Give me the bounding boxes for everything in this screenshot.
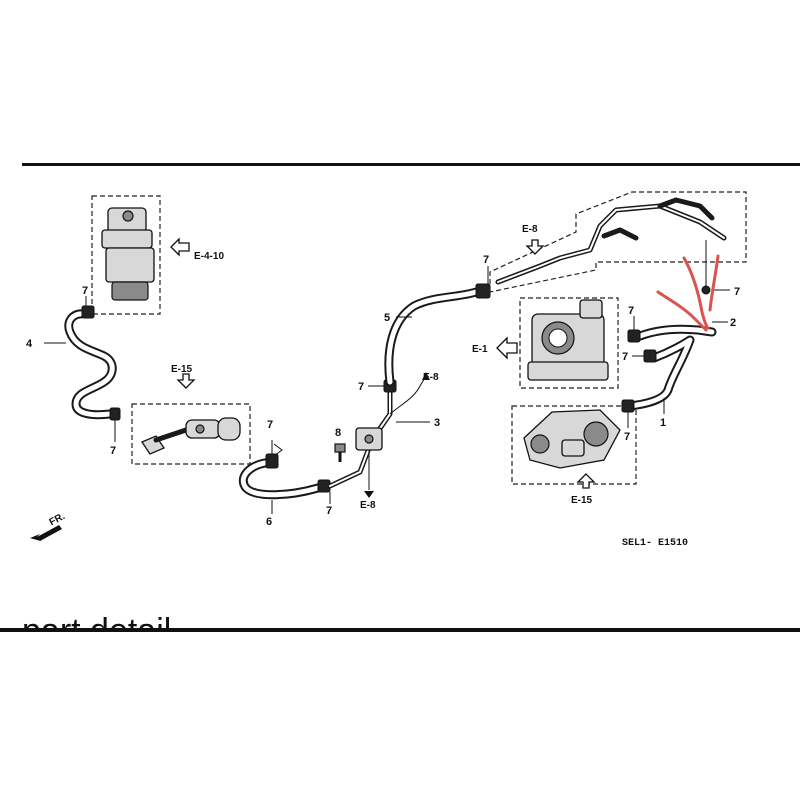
upper-pipe-branch-2 bbox=[657, 197, 715, 221]
part-number-7-hose6-top: 7 bbox=[267, 419, 273, 431]
red-annotation-mark bbox=[656, 254, 720, 332]
throttle-sensor bbox=[579, 299, 603, 319]
thermostat-group-box bbox=[511, 405, 637, 485]
hose-5-inner bbox=[386, 289, 479, 385]
top-frame-rule bbox=[22, 163, 800, 166]
arrow-e8-mid-icon bbox=[422, 372, 430, 380]
arrow-e4-10-icon bbox=[170, 237, 190, 257]
hose-5 bbox=[384, 287, 481, 387]
clamp-hose-2 bbox=[627, 329, 641, 343]
ref-e1: E-1 bbox=[472, 344, 488, 355]
part-number-7-egr: 7 bbox=[82, 285, 88, 297]
arrow-e15-left-icon bbox=[176, 373, 196, 389]
thermostat-sensor bbox=[561, 439, 585, 457]
pipe-bracket-bolt bbox=[364, 434, 374, 444]
part-number-3: 3 bbox=[434, 417, 440, 429]
arrow-e8-top-icon bbox=[525, 239, 545, 255]
clamp-hose-5 bbox=[475, 283, 491, 299]
egr-valve-flange bbox=[101, 229, 153, 249]
part-number-7-hose5: 7 bbox=[483, 254, 489, 266]
front-direction-arrow: FR. bbox=[30, 511, 67, 542]
front-label: FR. bbox=[48, 511, 68, 528]
egr-valve-connector bbox=[122, 210, 134, 222]
part-number-8: 8 bbox=[335, 427, 341, 439]
part-number-7-hose4: 7 bbox=[110, 445, 116, 457]
thermostat-inlet bbox=[530, 434, 550, 454]
bottom-frame-rule-front bbox=[0, 628, 800, 632]
part-number-7-hose1-end: 7 bbox=[624, 431, 630, 443]
clamp-hose-1-end bbox=[621, 399, 635, 413]
arrow-e1-icon bbox=[496, 336, 518, 360]
throttle-base bbox=[527, 361, 609, 381]
pipe-assembly-group-box bbox=[489, 191, 747, 293]
part-number-5: 5 bbox=[384, 312, 390, 324]
part-number-1: 1 bbox=[660, 417, 666, 429]
bolt-8-head bbox=[334, 443, 346, 453]
bolt-8 bbox=[334, 443, 346, 462]
egr-valve-body bbox=[105, 247, 155, 283]
clamp-hose-6-top bbox=[265, 453, 279, 469]
hose-4-inner bbox=[66, 311, 115, 418]
bypass-fitting bbox=[141, 417, 241, 455]
egr-valve-base bbox=[111, 281, 149, 301]
egr-valve-group-box bbox=[91, 195, 161, 315]
ref-e8-bottom: E-8 bbox=[360, 500, 376, 511]
hose-1-inner bbox=[627, 337, 693, 409]
fitting-pipe bbox=[153, 427, 189, 443]
ref-e15-right: E-15 bbox=[571, 495, 593, 506]
ref-e4-10: E-4-10 bbox=[194, 251, 224, 262]
part-number-4: 4 bbox=[26, 338, 33, 350]
hose-2-inner bbox=[637, 326, 715, 339]
ref-e8-mid: E-8 bbox=[423, 372, 439, 383]
egr-valve bbox=[101, 207, 155, 301]
fitting-outlet bbox=[217, 417, 241, 441]
thermostat-housing bbox=[523, 409, 621, 469]
clamp-upper-right bbox=[701, 285, 711, 295]
arrow-e8-bottom-icon bbox=[364, 491, 374, 498]
part-number-7-hose6-end: 7 bbox=[326, 505, 332, 517]
ref-e15-left: E-15 bbox=[171, 364, 193, 375]
upper-pipe-branch bbox=[601, 227, 639, 241]
hose-6-inner bbox=[240, 459, 321, 498]
heading-mask bbox=[0, 630, 800, 800]
fitting-group-box bbox=[131, 403, 251, 465]
front-arrow-icon bbox=[30, 525, 62, 542]
throttle-plate bbox=[548, 328, 568, 348]
throttle-body-group-box bbox=[519, 297, 619, 389]
clamp-egr-hose bbox=[81, 305, 95, 319]
part-number-7-hose1-top: 7 bbox=[622, 351, 628, 363]
part-number-7-center: 7 bbox=[358, 381, 364, 393]
upper-pipe-inner bbox=[497, 205, 725, 283]
ref-e8-top: E-8 bbox=[522, 224, 538, 235]
part-number-6: 6 bbox=[266, 516, 272, 528]
part-number-7-hose2: 7 bbox=[628, 305, 634, 317]
tube-3 bbox=[389, 375, 427, 415]
part-number-2: 2 bbox=[730, 317, 736, 329]
diagram-code: SEL1- E1510 bbox=[622, 538, 688, 549]
clamp-hose-4-end bbox=[109, 407, 121, 421]
part-number-7-upper-right: 7 bbox=[734, 286, 740, 298]
arrow-e15-right-icon bbox=[576, 473, 596, 489]
throttle-body bbox=[527, 299, 609, 381]
fitting-bolt bbox=[195, 424, 205, 434]
thermostat-outlet bbox=[583, 421, 609, 447]
clamp-hose-1-top bbox=[643, 349, 657, 363]
